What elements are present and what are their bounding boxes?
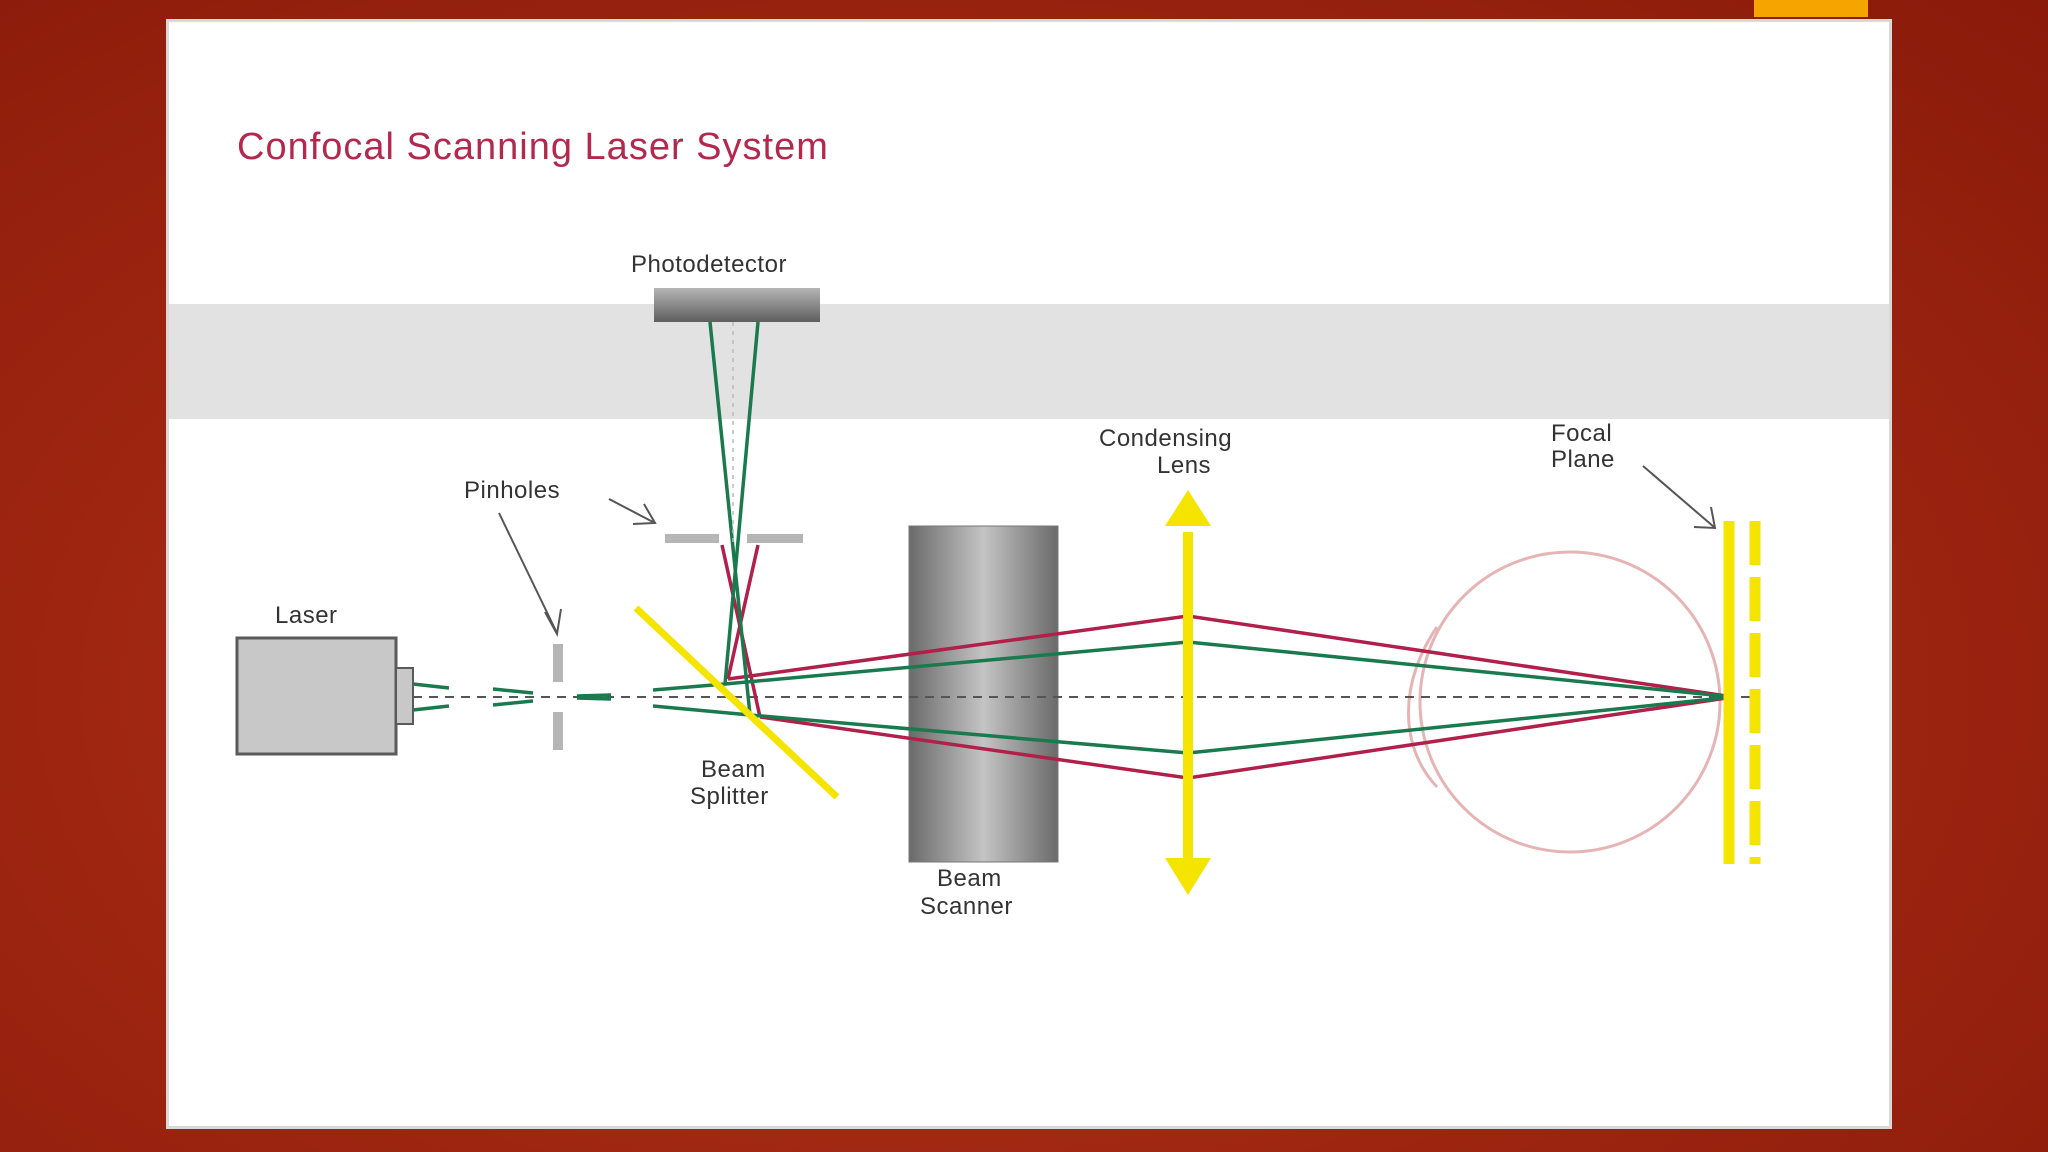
beam-splitter-label-line2: Splitter bbox=[690, 783, 769, 810]
gray-band bbox=[169, 304, 1889, 419]
beam-scanner-label-line2: Scanner bbox=[920, 893, 1013, 920]
laser-body bbox=[235, 636, 398, 756]
confocal-diagram: Photodetector Pinholes Laser Beam Splitt… bbox=[235, 251, 1761, 920]
label-arrows bbox=[498, 465, 1717, 638]
beam-scanner-label-line1: Beam bbox=[937, 865, 1002, 892]
photodetector-block bbox=[654, 288, 820, 322]
pinhole-2 bbox=[665, 534, 803, 543]
focal-plane-label-line2: Plane bbox=[1551, 446, 1615, 473]
condensing-lens bbox=[1165, 490, 1211, 895]
laser-nozzle bbox=[395, 667, 414, 725]
beam-scanner-block bbox=[908, 525, 1059, 863]
green-beam bbox=[412, 321, 1734, 755]
photodetector bbox=[654, 288, 820, 322]
focal-plane bbox=[1723, 521, 1761, 864]
laser-label: Laser bbox=[275, 602, 338, 629]
eye-cornea bbox=[1407, 626, 1439, 789]
condensing-lens-label-line2: Lens bbox=[1157, 452, 1211, 479]
pinhole-1 bbox=[553, 644, 563, 750]
pinholes-label: Pinholes bbox=[464, 477, 560, 504]
beam-splitter-label-line1: Beam bbox=[701, 756, 766, 783]
condensing-lens-label-line1: Condensing bbox=[1099, 425, 1232, 452]
focal-plane-label-line1: Focal bbox=[1551, 420, 1612, 447]
laser bbox=[235, 636, 414, 756]
beam-splitter bbox=[633, 605, 840, 800]
slide: Confocal Scanning Laser System bbox=[166, 19, 1892, 1129]
photodetector-label: Photodetector bbox=[631, 251, 787, 278]
red-beam bbox=[720, 544, 1734, 780]
eye bbox=[1407, 550, 1722, 854]
eye-outline bbox=[1418, 550, 1722, 854]
slide-title: Confocal Scanning Laser System bbox=[237, 126, 829, 168]
accent-tab bbox=[1754, 0, 1868, 17]
